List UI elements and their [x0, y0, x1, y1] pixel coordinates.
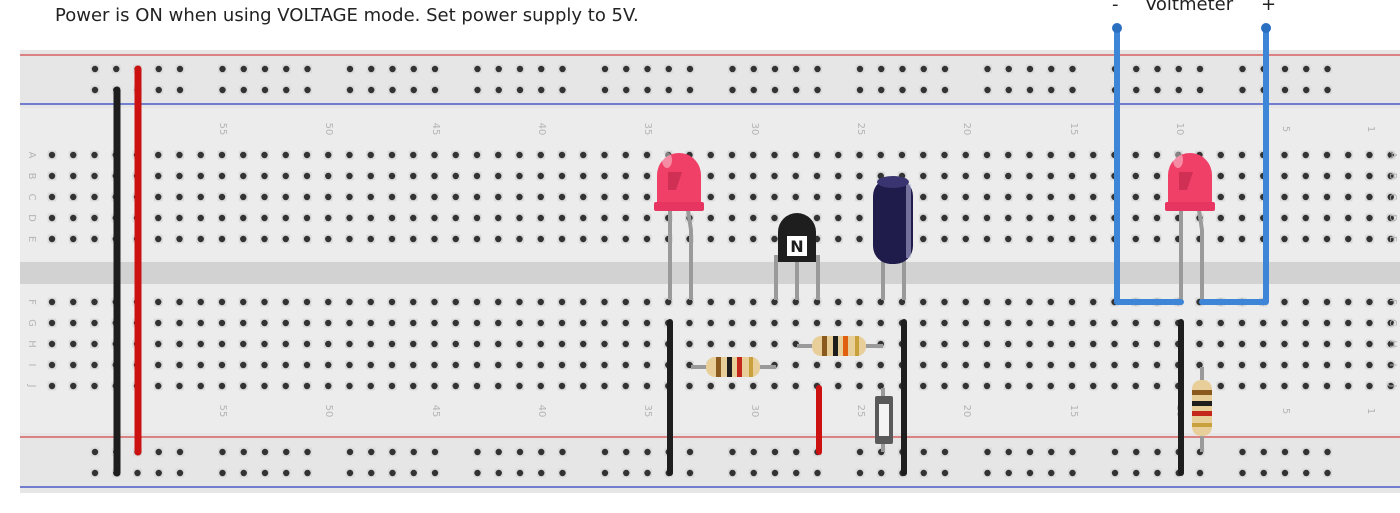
row-letter-left: I: [26, 364, 37, 367]
column-number-bottom: 20: [961, 405, 972, 418]
row-letter-right: E: [1387, 236, 1398, 242]
column-number-bottom: 30: [749, 405, 760, 418]
row-letter-left: A: [26, 152, 37, 159]
column-number-bottom: 45: [430, 405, 441, 418]
row-letter-right: G: [1387, 319, 1398, 327]
column-number-bottom: 50: [323, 405, 334, 418]
voltmeter-probe-negative[interactable]: [1112, 23, 1184, 305]
column-number-top: 50: [323, 123, 334, 136]
red-led-right[interactable]: [1165, 152, 1215, 300]
row-letter-left: J: [26, 384, 37, 388]
column-number-top: 45: [430, 123, 441, 136]
column-number-bottom: 15: [1068, 405, 1079, 418]
column-number-top: 40: [536, 123, 547, 136]
row-letter-left: H: [26, 340, 37, 348]
row-letter-right: J: [1387, 384, 1398, 388]
row-letter-right: A: [1387, 152, 1398, 159]
column-number-top: 10: [1174, 123, 1185, 136]
voltmeter-label: Voltmeter: [1145, 0, 1234, 15]
row-letter-right: I: [1387, 364, 1398, 367]
column-number-bottom: 1: [1365, 408, 1376, 414]
center-channel: [20, 262, 1400, 284]
resistor-row-h[interactable]: [797, 336, 883, 356]
column-number-bottom: 25: [855, 405, 866, 418]
column-number-top: 30: [749, 123, 760, 136]
voltmeter-minus-label: -: [1112, 0, 1119, 15]
row-letter-left: C: [26, 194, 37, 201]
column-number-bottom: 55: [217, 405, 228, 418]
row-letter-left: E: [26, 236, 37, 242]
column-number-top: 55: [217, 123, 228, 136]
resistor-vertical[interactable]: [1192, 367, 1212, 452]
column-number-top: 25: [855, 123, 866, 136]
column-number-top: 35: [642, 123, 653, 136]
row-letter-right: C: [1387, 194, 1398, 201]
column-number-bottom: 40: [536, 405, 547, 418]
row-letter-left: D: [26, 214, 37, 222]
row-letter-right: D: [1387, 214, 1398, 222]
red-led-left[interactable]: [654, 152, 704, 300]
row-letter-left: F: [26, 299, 37, 305]
resistor-row-i[interactable]: [691, 357, 776, 377]
npn-transistor[interactable]: N: [774, 213, 820, 300]
column-number-top: 15: [1068, 123, 1079, 136]
column-number-bottom: 35: [642, 405, 653, 418]
row-letter-right: H: [1387, 340, 1398, 348]
voltmeter-probe-positive[interactable]: [1199, 23, 1271, 305]
column-number-bottom: 5: [1280, 408, 1291, 414]
electrolytic-capacitor[interactable]: [873, 176, 913, 300]
row-letter-right: F: [1387, 299, 1398, 305]
transistor-label: N: [790, 237, 803, 256]
column-number-top: 1: [1365, 126, 1376, 132]
column-number-top: 5: [1280, 126, 1291, 132]
row-letter-left: B: [26, 173, 37, 180]
row-letter-left: G: [26, 319, 37, 327]
column-number-top: 20: [961, 123, 972, 136]
pushbutton-switch[interactable]: [875, 388, 893, 452]
voltmeter-plus-label: +: [1261, 0, 1277, 15]
instruction-text: Power is ON when using VOLTAGE mode. Set…: [55, 5, 639, 26]
row-letter-right: B: [1387, 173, 1398, 180]
